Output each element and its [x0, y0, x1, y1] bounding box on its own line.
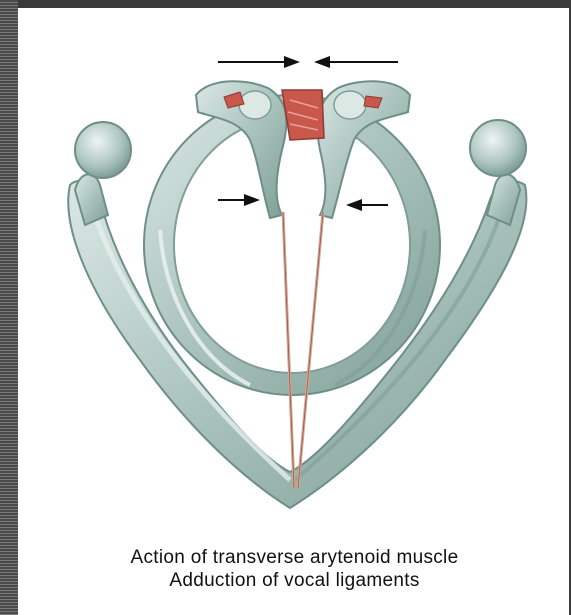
caption-line-1: Action of transverse arytenoid muscle	[18, 546, 571, 569]
window-left-border	[0, 0, 18, 615]
figure-caption: Action of transverse arytenoid muscle Ad…	[18, 546, 571, 592]
arrow-right-icon	[218, 56, 300, 68]
transverse-arytenoid-muscle	[282, 90, 324, 140]
superior-horn-left	[75, 122, 131, 225]
arrow-left-icon	[314, 56, 398, 68]
larynx-illustration	[18, 8, 569, 538]
window-top-border	[0, 0, 571, 8]
caption-line-2: Adduction of vocal ligaments	[18, 569, 571, 592]
